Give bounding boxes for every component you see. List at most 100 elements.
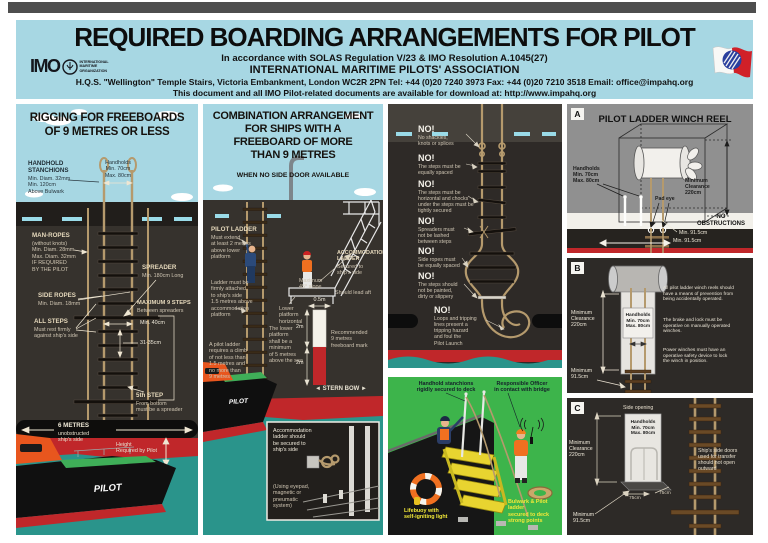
panel-a-letter: A <box>571 108 584 120</box>
min-40cm-label: Min. 40cm <box>140 320 165 326</box>
accommodation-ladder-spec: Secured to ship's side <box>337 264 364 277</box>
inset-securing-note: Accommodation ladder should be secured t… <box>273 428 312 454</box>
dimension-lines <box>21 179 193 467</box>
freeboard-mark <box>304 303 331 386</box>
top-edge-strip <box>8 2 756 13</box>
winch-b-clearance-label: Minimum Clearance 220cm <box>571 310 595 329</box>
stanchions-secured-label: Handhold stanchions rigidly secured to d… <box>416 381 476 394</box>
freeboard-mark-label: Recommended 9 metres freeboard mark <box>331 330 368 349</box>
yellow-ladder <box>441 446 508 514</box>
panel-winch-rules-b: B Minimum Clearance 220cm Handholds Min.… <box>567 258 753 393</box>
side-ladder <box>670 398 740 535</box>
door-outward-note: Ship's side doors used for transfer shou… <box>698 448 738 473</box>
no-label: NO! <box>418 179 435 189</box>
ladder-side-ropes <box>99 157 137 420</box>
man-ropes-label: MAN-ROPES <box>32 232 70 239</box>
handhold-posts <box>623 198 643 226</box>
six-metres-label: 6 METRES <box>58 422 89 429</box>
max-steps-spec: Between spreaders <box>137 308 184 314</box>
handholds-dimension-label: Handholds Min. 70cm Max. 80cm <box>104 160 132 179</box>
pad-eye-label: Pad eye <box>655 196 675 202</box>
deck-fittings <box>458 517 538 530</box>
fifth-step-label: 5th STEP <box>136 392 164 399</box>
no-text: Loops and tripping lines present a tripp… <box>434 316 477 347</box>
winch-clearance-label: Minimum Clearance 220cm <box>685 178 710 197</box>
faulty-steps <box>467 161 517 300</box>
imo-emblem-icon <box>61 58 78 75</box>
winch-b-handholds-label: Handholds Min. 70cm Max. 80cm <box>625 313 651 330</box>
winch-rule-2: The brake and lock must be operative on … <box>663 318 731 335</box>
lifebuoy-label: Lifebuoy with self-igniting light <box>404 508 448 521</box>
winch-side-illustration <box>567 258 753 393</box>
slope-label: Maximum 45° slope <box>299 278 323 291</box>
combination-illustration: PILOT <box>203 104 383 535</box>
pilot-ladder-label: PILOT LADDER <box>211 226 257 233</box>
panel-prohibited-practices: NO! No shackles, knots or splices NO! Th… <box>388 104 562 368</box>
inset-method-note: (Using eyepad, magnetic or pneumatic sys… <box>273 484 310 510</box>
height-required-label: Height Required by Pilot <box>116 442 158 455</box>
panel-c-letter: C <box>571 402 584 414</box>
no-label: NO! <box>418 124 435 134</box>
no-text: Side ropes must be equally spaced <box>418 257 460 270</box>
poster-title: REQUIRED BOARDING ARRANGEMENTS FOR PILOT <box>74 22 696 52</box>
solas-reference: In accordance with SOLAS Regulation V/23… <box>221 53 548 64</box>
panel-c-dims <box>594 411 670 515</box>
platform-height-note: The lower platform shall be a minimum of… <box>269 326 303 364</box>
clearance-bracket <box>596 289 626 389</box>
ladder-attachment-note: Ladder must be firmly attached to ship's… <box>211 280 253 318</box>
rigging-illustration: PILOT <box>16 104 198 535</box>
panel-a-dims <box>596 140 730 228</box>
no-label: NO! <box>418 153 435 163</box>
deck-scene-illustration <box>388 377 562 535</box>
handhold-stanchions-spec: Min. Diam. 32mm Min. 120cm Above Bulwark <box>28 176 71 195</box>
door-handholds-label: Handholds Min. 70cm Max. 80cm <box>630 420 656 437</box>
mark-width-label: 0.5m <box>313 297 326 303</box>
davit-silhouette <box>289 156 304 200</box>
combination-subtitle: WHEN NO SIDE DOOR AVAILABLE <box>236 172 350 179</box>
winch-reel-title: PILOT LADDER WINCH REEL <box>598 114 732 125</box>
side-ropes-label: SIDE ROPES <box>38 292 76 299</box>
officer-figure <box>302 251 312 288</box>
door-clearance-label: Minimum Clearance 220cm <box>569 440 593 459</box>
lower-platform-label: Lower platform horizontal <box>279 306 303 325</box>
download-line: This document and all IMO Pilot-related … <box>172 88 597 98</box>
faulty-ladder-illustration <box>388 104 562 368</box>
imo-logo: IMO INTERNATIONAL MARITIME ORGANIZATION <box>30 56 109 77</box>
ladder-width-label: Min. 91.5cm <box>673 238 702 244</box>
leader-lines <box>234 237 352 314</box>
svg-text:PILOT: PILOT <box>93 482 123 495</box>
crew-figure <box>437 416 464 444</box>
panel-combination-arrangement: PILOT <box>203 104 383 535</box>
no-label: NO! <box>418 246 435 256</box>
association-name: INTERNATIONAL MARITIME PILOTS' ASSOCIATI… <box>249 64 520 76</box>
pilot-boat-small: PILOT <box>203 362 277 442</box>
climb-limit-note: A pilot ladder requires a climb of not l… <box>209 342 248 380</box>
no-text: No shackles, knots or splices <box>418 135 454 148</box>
mark-2m-lower-label: 2m <box>296 360 304 366</box>
imo-wordmark: IMO <box>30 56 61 76</box>
side-ropes-spec: Min. Diam. 18mm <box>38 301 81 307</box>
ladder-steps <box>624 369 652 393</box>
platform-width-label: 75cm <box>629 496 641 501</box>
pilot-ladder-spec: Must extend at least 2 metres above lowe… <box>211 235 251 261</box>
stern-bow-label: ◄ STERN BOW ► <box>315 386 367 392</box>
max-steps-label: MAXIMUM 9 STEPS <box>137 300 191 306</box>
accommodation-ladder <box>288 199 382 304</box>
side-opening-label: Side opening <box>623 405 654 411</box>
winch-handholds-label: Handholds Min. 70cm Max. 80cm <box>573 166 600 185</box>
door-min915-label: Minimum 91.5cm <box>573 512 595 525</box>
transfer-platform <box>620 481 672 491</box>
panel-deck-scene: Handhold stanchions rigidly secured to d… <box>388 377 562 535</box>
panel-rigging-freeboard-9m: PILOT RIGGING FOR FREEBOARDS OF 9 METRES… <box>16 104 198 535</box>
panel-b-letter: B <box>571 262 584 274</box>
bulwark-secured-label: Bulwark & Pilot ladder secured to deck s… <box>508 499 550 525</box>
winch-rule-3: Power winches must have an operative saf… <box>663 348 728 365</box>
header: REQUIRED BOARDING ARRANGEMENTS FOR PILOT… <box>16 20 753 99</box>
lifebuoy <box>410 473 442 505</box>
lead-aft-label: Should lead aft <box>335 290 371 296</box>
no-text: The steps must be equally spaced <box>418 164 461 177</box>
panel-winch-reel-a: A PILOT LADDER WINCH REEL Handholds Min.… <box>567 104 753 253</box>
no-label: NO! <box>418 216 435 226</box>
all-steps-label: ALL STEPS <box>34 318 68 325</box>
